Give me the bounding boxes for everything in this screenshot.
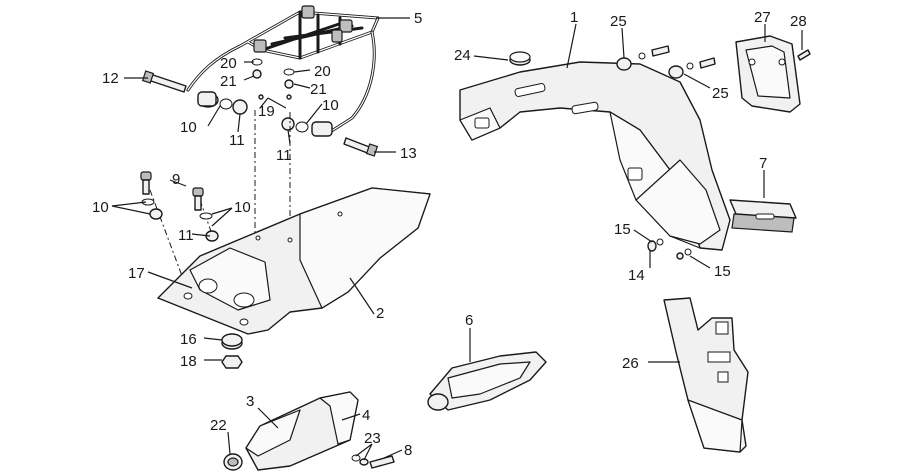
callout-28: 28: [790, 13, 807, 30]
screw-28: [797, 49, 811, 61]
plate-bracket: [663, 297, 749, 453]
cap-22: [223, 453, 243, 471]
bolts-9: [140, 171, 219, 242]
callout-23: 23: [364, 430, 381, 447]
callout-11-rack-left: 11: [229, 132, 245, 149]
callout-13: 13: [400, 145, 417, 162]
callout-5: 5: [414, 10, 422, 27]
rear-fender-cowl: [157, 187, 431, 335]
callout-4: 4: [362, 407, 370, 424]
screws-25: [616, 45, 716, 79]
callout-labels: 1 2 3 4 5 6 7 8 9 10 10 10 10 11 11 11 1…: [92, 9, 807, 459]
callout-15-upper: 15: [614, 221, 631, 238]
callout-20-right: 20: [314, 63, 331, 80]
callout-10-rack-right: 10: [322, 97, 339, 114]
luggage-rack: [186, 5, 380, 134]
callout-7: 7: [759, 155, 767, 172]
callout-2: 2: [376, 305, 384, 322]
callout-11-cowl: 11: [178, 227, 194, 244]
tool-pouch: [427, 351, 547, 411]
callout-10-bolts-right: 10: [234, 199, 251, 216]
callout-21-right: 21: [310, 81, 327, 98]
callout-20-left: 20: [220, 55, 237, 72]
callout-15-lower: 15: [714, 263, 731, 280]
callout-26: 26: [622, 355, 639, 372]
callout-27: 27: [754, 9, 771, 26]
callout-1: 1: [570, 9, 578, 26]
callout-24: 24: [454, 47, 471, 64]
callout-19: 19: [258, 103, 275, 120]
callout-3: 3: [246, 393, 254, 410]
callout-12: 12: [102, 70, 119, 87]
spacer-left: [197, 91, 248, 115]
callout-10-rack-left: 10: [180, 119, 197, 136]
callout-18: 18: [180, 353, 197, 370]
rear-mudguard: [459, 61, 731, 251]
nut-18: [221, 355, 243, 369]
reflector: [729, 199, 797, 233]
grommet-24: [509, 51, 531, 66]
callout-8: 8: [404, 442, 412, 459]
bolt-12: [141, 70, 187, 93]
callout-25-top: 25: [610, 13, 627, 30]
callout-10-bolts-left: 10: [92, 199, 109, 216]
callout-17: 17: [128, 265, 145, 282]
spacer-right: [281, 117, 333, 137]
callout-11-rack-right: 11: [276, 147, 292, 164]
callout-16: 16: [180, 331, 197, 348]
nuts-14-15: [647, 238, 692, 260]
callout-14: 14: [628, 267, 645, 284]
callout-6: 6: [465, 312, 473, 329]
plate-holder: [735, 35, 801, 113]
grommet-16: [221, 333, 243, 350]
bolt-13: [343, 137, 379, 157]
callout-22: 22: [210, 417, 227, 434]
leader-lines: [111, 17, 803, 461]
callout-9: 9: [172, 171, 180, 188]
callout-25-side: 25: [712, 85, 729, 102]
callout-21-left: 21: [220, 73, 237, 90]
washers-center: [251, 58, 295, 100]
tool-box: [245, 391, 359, 471]
